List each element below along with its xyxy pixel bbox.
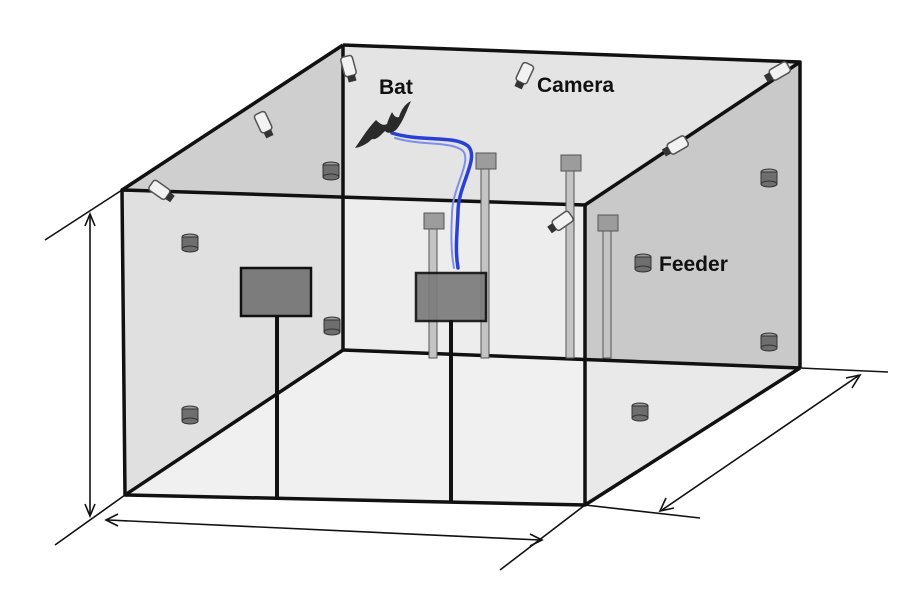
pole <box>480 167 490 359</box>
pole <box>565 169 575 359</box>
flight-path <box>390 131 474 270</box>
pole <box>602 229 612 359</box>
feeder-cylinder-icon <box>631 402 649 422</box>
panel <box>239 266 313 318</box>
feeder-cylinder-icon <box>323 316 341 336</box>
panel <box>414 271 488 323</box>
dimension-lines <box>44 189 889 571</box>
floor <box>125 350 800 505</box>
flight-path-shadow <box>394 137 467 269</box>
left-wall <box>122 45 343 495</box>
panel-stands <box>239 266 488 503</box>
pole-cap <box>597 214 619 232</box>
pole-cap <box>475 152 497 170</box>
bat-silhouette-icon <box>355 101 411 148</box>
feeder-cylinder-icon <box>760 332 778 352</box>
feeder-cylinder-icon <box>181 405 199 425</box>
feeder-cylinder-icon <box>322 161 340 181</box>
pole-cap <box>560 154 582 172</box>
front-window <box>122 190 585 505</box>
depth-arrow <box>661 375 859 511</box>
feeder-cylinder-icon <box>760 168 778 188</box>
bat-label: Bat <box>379 76 413 99</box>
pole-cap <box>423 212 445 230</box>
width-arrow <box>107 519 541 541</box>
room-frame <box>120 43 802 507</box>
feeder-label: Feeder <box>659 253 728 276</box>
feeder-cylinder-icon <box>634 253 652 273</box>
camera-label: Camera <box>537 74 614 97</box>
feeder-cylinder-icon <box>181 233 199 253</box>
